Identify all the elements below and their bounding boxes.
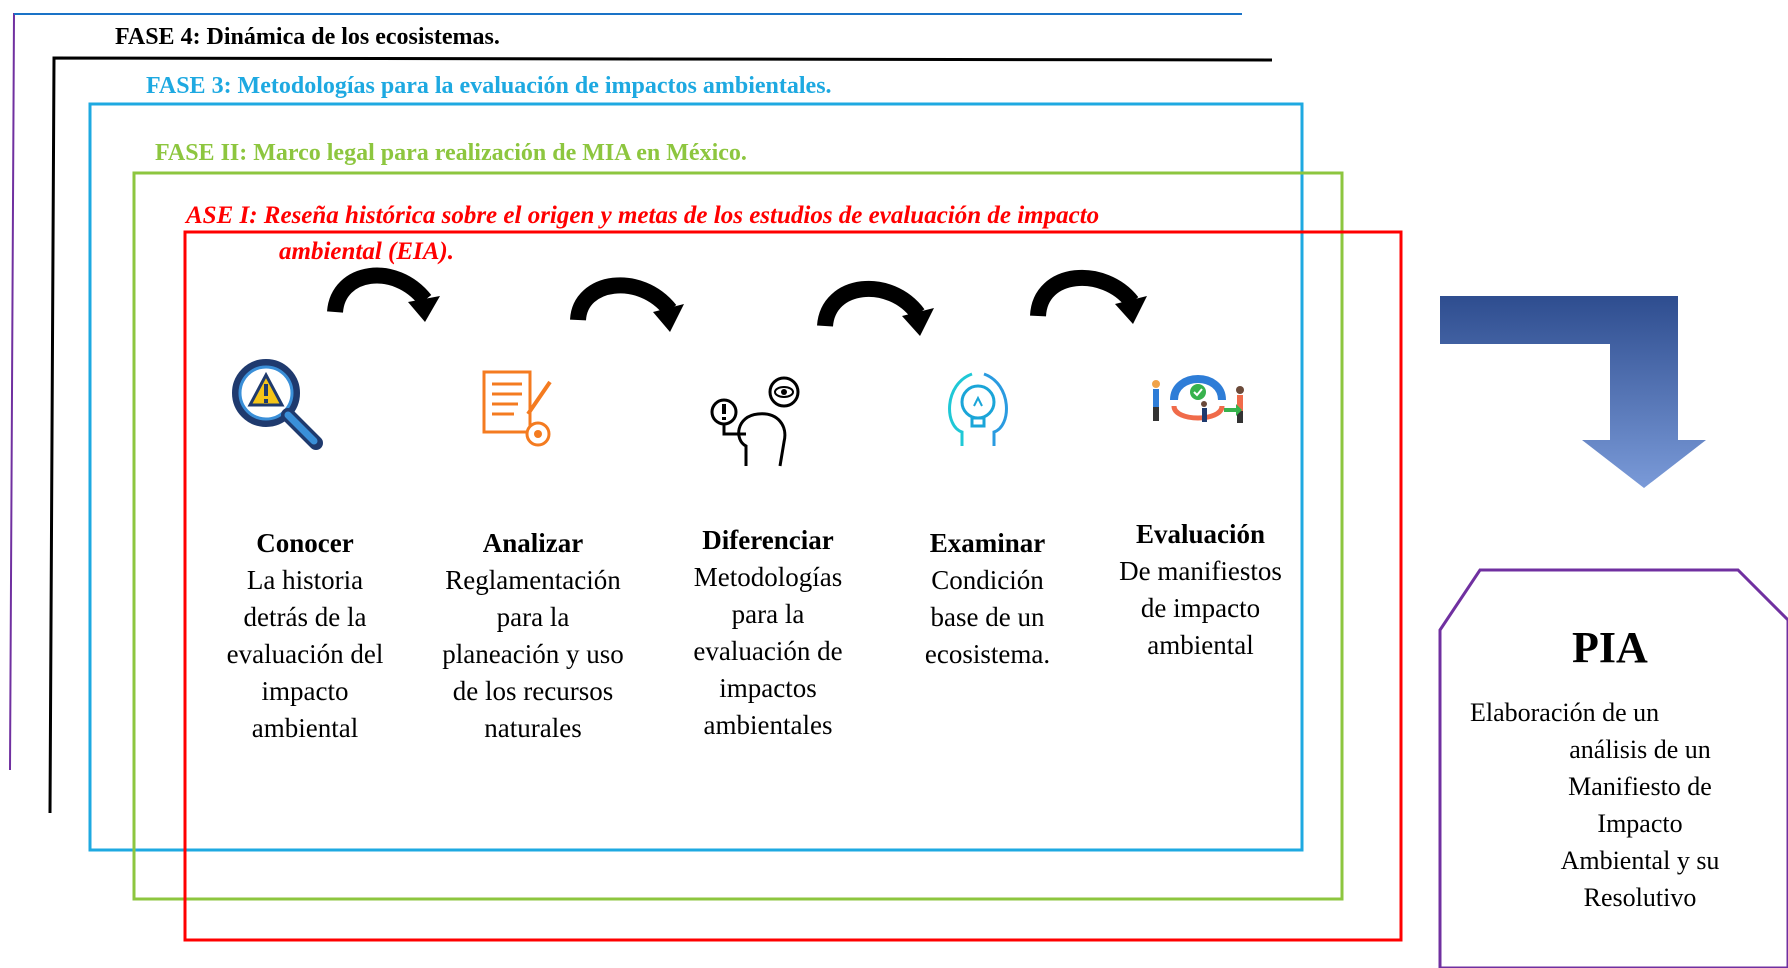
step-heading: Examinar (929, 528, 1046, 558)
phase-1-title-line1: ASE I: Reseña histórica sobre el origen … (186, 202, 1100, 229)
step-heading: Conocer (256, 528, 354, 558)
phase-1-title: ASE I: Reseña histórica sobre el origen … (186, 198, 1366, 270)
step-desc-line: para la (731, 599, 805, 629)
step-conocer: Conocer La historia detrás de la evaluac… (205, 525, 405, 747)
bent-down-arrow-icon (1440, 296, 1706, 488)
phase-frame-3 (88, 102, 1304, 852)
step-desc-line: ecosistema. (924, 639, 1051, 669)
step-desc-line: La historia (246, 565, 364, 595)
pia-title: PIA (1572, 623, 1648, 672)
heads-lightbulb-icon (948, 372, 1008, 446)
document-gear-icon (482, 370, 552, 447)
step-desc-line: ambiental (1147, 630, 1254, 660)
step-evaluacion: Evaluación De manifiestos de impacto amb… (1098, 516, 1303, 664)
step-desc-line: Reglamentación (445, 565, 621, 595)
pia-desc-line: Elaboración de un (1470, 698, 1660, 727)
phase-frame-2 (132, 171, 1344, 901)
curved-arrow-icon (570, 277, 684, 332)
step-heading: Evaluación (1135, 519, 1266, 549)
phase-1-title-line2: ambiental (EIA). (279, 238, 455, 265)
step-desc-line: ambientales (703, 710, 833, 740)
step-analizar: Analizar Reglamentación para la planeaci… (423, 525, 643, 747)
step-diferenciar: Diferenciar Metodologías para la evaluac… (663, 522, 873, 744)
step-heading: Analizar (482, 528, 584, 558)
head-eye-icon (710, 376, 800, 467)
step-desc-line: planeación y uso (442, 639, 624, 669)
pia-desc-line: Impacto (1597, 809, 1683, 838)
step-desc-line: de los recursos (452, 676, 614, 706)
pia-desc-line: Ambiental y su (1560, 846, 1720, 875)
curved-arrow-icon (1030, 269, 1147, 324)
step-heading: Diferenciar (702, 525, 834, 555)
magnifier-warning-icon (232, 359, 323, 450)
pia-desc-line: Resolutivo (1583, 883, 1697, 912)
team-cycle-icon (1152, 375, 1244, 423)
curved-arrow-icon (817, 280, 934, 336)
step-desc-line: base de un (930, 602, 1045, 632)
step-desc-line: ambiental (251, 713, 359, 743)
step-desc-line: detrás de la (243, 602, 367, 632)
step-desc-line: Condición (931, 565, 1044, 595)
curved-arrow-icon (327, 267, 440, 322)
phase-frame-1 (183, 230, 1403, 942)
phase-3-title: FASE 3: Metodologías para la evaluación … (146, 73, 832, 99)
pia-description: Elaboración de un análisis de un Manifie… (1470, 694, 1770, 916)
step-desc-line: impacto (261, 676, 349, 706)
pia-desc-line: análisis de un (1569, 735, 1711, 764)
pia-desc-line: Manifiesto de (1568, 772, 1712, 801)
step-desc-line: evaluación del (226, 639, 384, 669)
step-desc-line: naturales (484, 713, 582, 743)
step-desc-line: De manifiestos (1119, 556, 1282, 586)
step-desc-line: de impacto (1140, 593, 1261, 623)
pia-box (1438, 568, 1788, 968)
step-desc-line: impactos (719, 673, 817, 703)
step-desc-line: para la (496, 602, 570, 632)
step-examinar: Examinar Condición base de un ecosistema… (895, 525, 1080, 673)
phase-frame-4 (48, 56, 1273, 814)
step-desc-line: Metodologías (693, 562, 843, 592)
phase-4-title: FASE 4: Dinámica de los ecosistemas. (115, 24, 500, 50)
step-desc-line: evaluación de (693, 636, 843, 666)
phase-2-title: FASE II: Marco legal para realización de… (155, 140, 747, 166)
